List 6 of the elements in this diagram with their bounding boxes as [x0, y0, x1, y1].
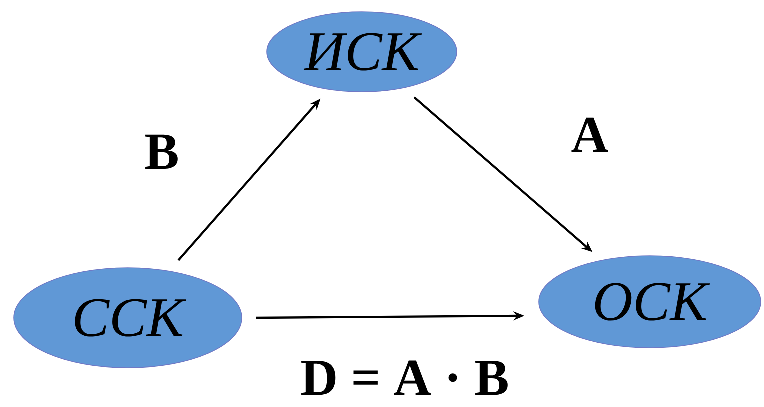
ellipse-node: ССК [14, 268, 242, 368]
ellipse-node: ИСК [266, 12, 458, 92]
edge-label: A [572, 118, 608, 152]
edge-label: B [146, 134, 178, 170]
edge-label: D = A · B [302, 360, 508, 396]
ellipse-node: ОСК [538, 256, 762, 348]
